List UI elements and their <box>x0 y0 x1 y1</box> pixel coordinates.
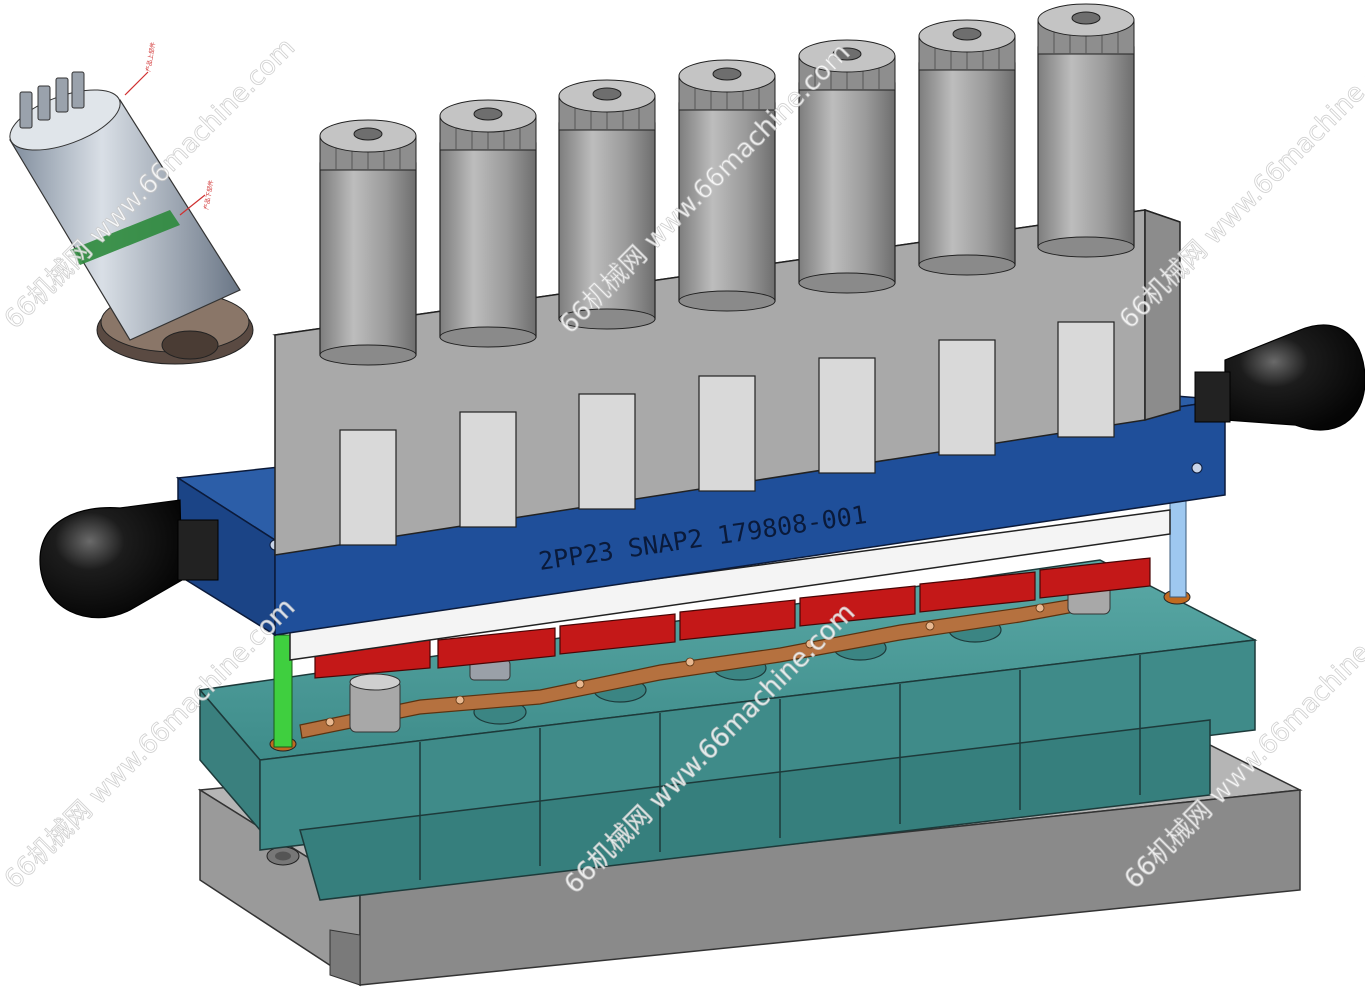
callout-upper-part: 产品上部件 <box>144 41 157 72</box>
frame-window <box>1057 321 1115 438</box>
cylinder-bottom <box>558 308 656 330</box>
frame-window <box>818 357 876 474</box>
cylinder-bottom <box>918 254 1016 276</box>
cylinder-body <box>439 142 537 338</box>
cylinder-bore <box>1071 11 1101 25</box>
cylinder-body <box>918 62 1016 266</box>
knob-handle-icon <box>1194 324 1365 431</box>
cylinder-set <box>319 3 1135 366</box>
cylinder-bore <box>952 27 982 41</box>
cylinder-bore <box>353 127 383 141</box>
green-guide-pin <box>273 634 293 748</box>
cylinder-body <box>1037 46 1135 248</box>
cylinder-bottom <box>678 290 776 312</box>
frame-windows <box>339 321 1115 546</box>
white-stripper-strip <box>289 509 1171 661</box>
cylinder-bore <box>832 47 862 61</box>
red-punch-blocks <box>314 557 1151 679</box>
cylinder-bottom <box>798 272 896 294</box>
cylinder-body <box>558 122 656 320</box>
cylinder-body <box>798 82 896 284</box>
cylinder-bottom <box>319 344 417 366</box>
frame-window <box>578 393 636 510</box>
frame-window <box>938 339 996 456</box>
blue-guide-pin <box>1169 494 1187 598</box>
cylinder-bore <box>592 87 622 101</box>
cylinder-bore <box>712 67 742 81</box>
cylinder-body <box>319 162 417 356</box>
callout-lower-part: 产品下部件 <box>202 179 215 210</box>
watermark-text: 66机械网 www.66machine.com <box>1114 33 1365 335</box>
knob-handle-icon <box>39 499 219 619</box>
product-inset: 产品上部件 产品下部件 <box>9 41 254 365</box>
cylinder-bottom <box>439 326 537 348</box>
frame-window <box>459 411 517 528</box>
frame-window <box>698 375 756 492</box>
frame-window <box>339 429 397 546</box>
cylinder-bottom <box>1037 236 1135 258</box>
cylinder-bore <box>473 107 503 121</box>
